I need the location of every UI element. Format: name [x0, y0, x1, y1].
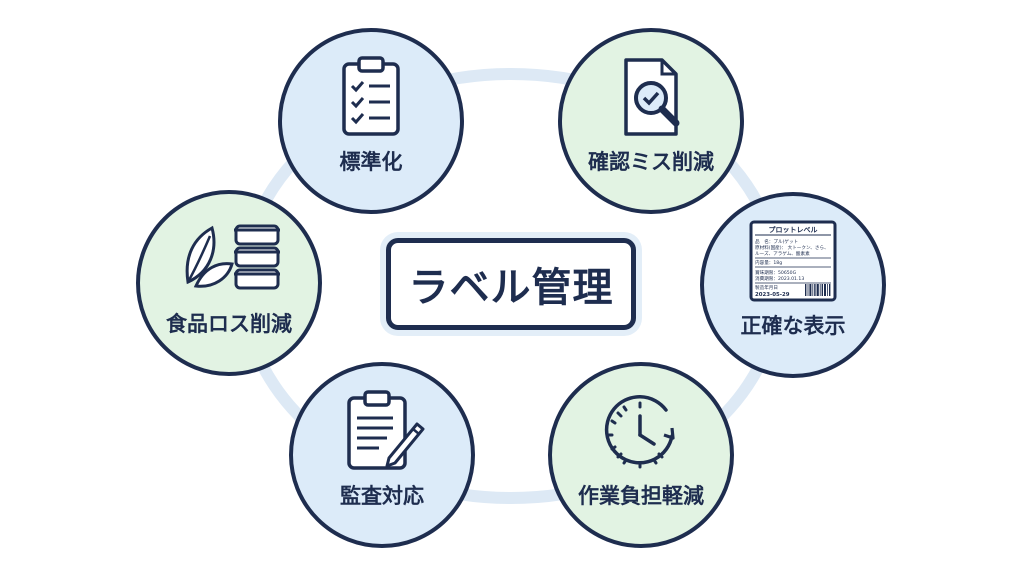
node-workload-reduction: 作業負担軽減 [548, 362, 734, 548]
label-line: 原材料(国産)： 大トークン、さら、 [755, 244, 829, 251]
label-line: 品 名：プル(ゲット [755, 238, 798, 245]
leaf-containers-icon [185, 224, 280, 290]
clipboard-checklist-icon [342, 56, 400, 136]
node-label: 標準化 [339, 150, 403, 174]
clipboard-pen-icon [347, 390, 425, 470]
document-magnifier-check-icon [624, 58, 680, 136]
label-title: プロットレベル [769, 225, 818, 234]
node-label: 監査対応 [340, 484, 424, 508]
node-label: 確認ミス削減 [588, 150, 714, 174]
barcode-icon [805, 284, 831, 296]
center-box: ラベル管理 [386, 238, 636, 330]
node-food-loss-reduction: 食品ロス削減 [136, 190, 322, 376]
node-standardization: 標準化 [278, 28, 464, 214]
node-label: 食品ロス削減 [166, 312, 292, 336]
label-line: 賞味期限：50650G [755, 269, 797, 276]
label-line: 消費期限：2023.01.13 [755, 275, 804, 282]
node-label: 作業負担軽減 [578, 484, 704, 508]
label-date: 2023-05-29 [755, 292, 790, 298]
node-accurate-display: プロットレベル 品 名：プル(ゲット 原材料(国産)： 大トークン、さら、 ルー… [700, 192, 886, 378]
node-check-error-reduction: 確認ミス削減 [558, 28, 744, 214]
label-line: 内容量：18g [755, 259, 782, 266]
clock-icon [604, 395, 675, 469]
node-label: 正確な表示 [740, 314, 846, 338]
node-audit-response: 監査対応 [289, 362, 475, 548]
center-title: ラベル管理 [408, 265, 614, 311]
product-label-icon: プロットレベル 品 名：プル(ゲット 原材料(国産)： 大トークン、さら、 ルー… [749, 220, 837, 302]
label-line: ルーズ、アラゲム、酸素素 [755, 250, 810, 257]
label-date-label: 製造年月日 [755, 284, 778, 291]
